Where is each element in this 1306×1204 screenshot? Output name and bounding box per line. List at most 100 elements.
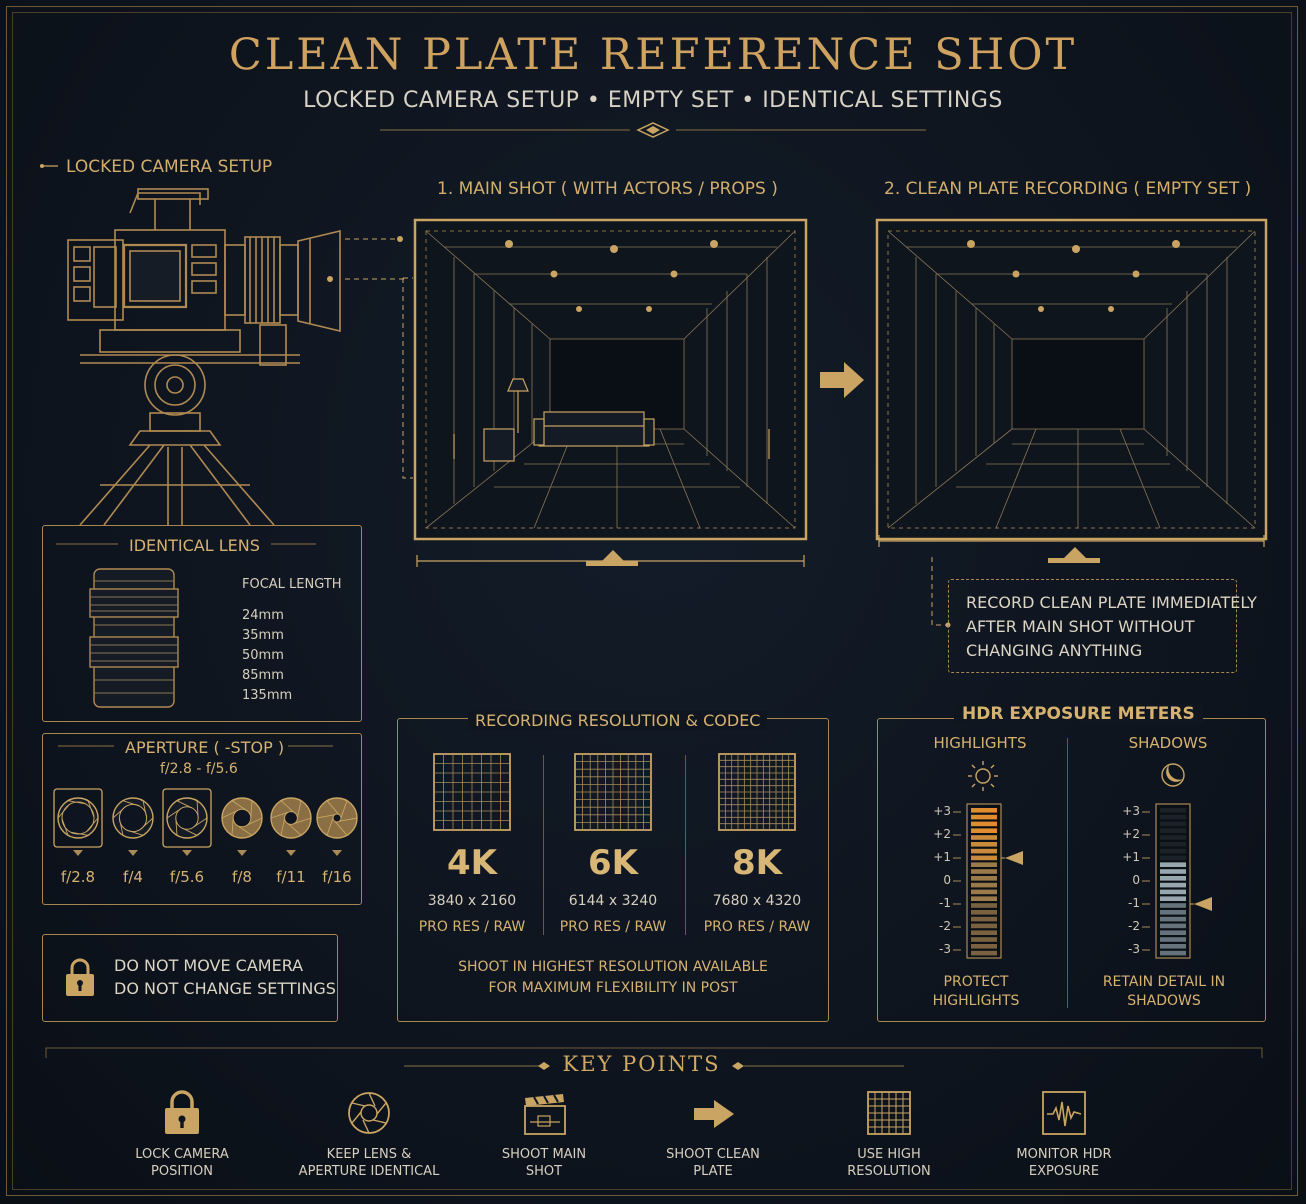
meter-tick-label: +2 <box>933 827 951 841</box>
resolution-dims: 3840 x 2160 <box>427 893 517 909</box>
lens-icon <box>89 568 179 708</box>
aperture-icon <box>316 797 358 856</box>
note-line-3: CHANGING ANYTHING <box>966 641 1143 660</box>
resolution-divider <box>542 755 544 935</box>
aperture-icon <box>112 797 154 856</box>
hdr-panel-title: HDR EXPOSURE METERS <box>954 704 1203 724</box>
meter-tick-label: -3 <box>1128 942 1140 956</box>
aperture-icon <box>270 797 312 856</box>
aperture-stop-label: f/8 <box>232 868 252 886</box>
aperture-stop-label: f/4 <box>123 868 143 886</box>
key-points-title: KEY POINTS <box>562 1052 721 1076</box>
outer-frame <box>6 6 1298 1196</box>
warning-line-2: DO NOT CHANGE SETTINGS <box>114 979 336 998</box>
key-arrow-right-icon <box>694 1100 734 1128</box>
lens-panel-title: IDENTICAL LENS <box>129 536 260 555</box>
cinema-camera-illustration <box>67 188 405 526</box>
aperture-range: f/2.8 - f/5.6 <box>160 761 238 777</box>
aperture-icon <box>162 788 212 856</box>
aperture-panel <box>42 733 362 905</box>
resolution-label: 6K <box>587 843 638 883</box>
aperture-stop-4: f/11 <box>266 788 316 886</box>
aperture-stop-2: f/5.6 <box>162 788 212 886</box>
lock-icon <box>66 958 94 996</box>
meter-tick-label: +2 <box>1122 827 1140 841</box>
aperture-stop-1: f/4 <box>108 788 158 886</box>
aperture-title-ornament <box>58 745 333 747</box>
camera-section-label: LOCKED CAMERA SETUP <box>66 157 273 177</box>
meter-tick-label: +1 <box>933 850 951 864</box>
resolution-label: 8K <box>731 843 782 883</box>
note-line-1: RECORD CLEAN PLATE IMMEDIATELY <box>966 593 1257 612</box>
resolution-label: 4K <box>446 843 497 883</box>
aperture-stop-label: f/5.6 <box>169 868 205 886</box>
shadows-label: SHADOWS <box>1128 734 1208 752</box>
clean-plate-title: 2. CLEAN PLATE RECORDING ( EMPTY SET ) <box>884 179 1252 199</box>
highlights-note-line-1: PROTECT <box>943 974 1009 990</box>
aperture-stop-label: f/2.8 <box>60 868 96 886</box>
main-shot-title: 1. MAIN SHOT ( WITH ACTORS / PROPS ) <box>437 179 778 199</box>
resolution-codec: PRO RES / RAW <box>559 919 667 935</box>
meter-tick-label: -1 <box>939 896 951 910</box>
meter-tick-label: +3 <box>1122 804 1140 818</box>
aperture-stop-5: f/16 <box>312 788 362 886</box>
page-subtitle: LOCKED CAMERA SETUP • EMPTY SET • IDENTI… <box>303 88 1003 113</box>
lens-title-ornament <box>56 543 316 545</box>
key-lock-icon <box>165 1090 199 1134</box>
meter-tick-label: -2 <box>1128 919 1140 933</box>
aperture-stop-label: f/11 <box>276 868 306 886</box>
exposure-meter-bar <box>953 803 1023 959</box>
highlights-note-line-2: HIGHLIGHTS <box>932 993 1020 1009</box>
key-grid-icon <box>867 1091 911 1135</box>
sun-icon <box>968 761 998 791</box>
resolution-codec: PRO RES / RAW <box>418 919 526 935</box>
identical-lens-panel <box>42 525 362 722</box>
focal-135: 135mm <box>242 688 293 703</box>
key-clapperboard-icon <box>524 1094 566 1135</box>
recording-note-line-1: SHOOT IN HIGHEST RESOLUTION AVAILABLE <box>458 959 768 975</box>
meter-tick-label: -1 <box>1128 896 1140 910</box>
meter-tick-label: +3 <box>933 804 951 818</box>
focal-50: 50mm <box>242 648 284 663</box>
recording-panel-title: RECORDING RESOLUTION & CODEC <box>468 711 768 730</box>
meter-tick-label: +1 <box>1122 850 1140 864</box>
meter-tick-label: 0 <box>943 873 951 887</box>
clean-plate-note-box <box>948 579 1237 673</box>
key-points-frame-ornament <box>45 1047 1263 1070</box>
warning-panel <box>42 934 338 1022</box>
meter-tick-label: -2 <box>939 919 951 933</box>
resolution-grid-icon <box>433 753 511 831</box>
aperture-stop-0: f/2.8 <box>53 788 103 886</box>
inner-frame <box>12 12 1292 1190</box>
key-point-2: KEEP LENS &APERTURE IDENTICAL <box>298 1147 440 1179</box>
focal-24: 24mm <box>242 608 284 623</box>
focal-length-label: FOCAL LENGTH <box>242 577 342 592</box>
key-aperture-icon <box>348 1092 390 1134</box>
header-divider-ornament <box>380 122 926 138</box>
key-waveform-icon <box>1042 1091 1086 1135</box>
resolution-dims: 6144 x 3240 <box>568 893 658 909</box>
focal-35: 35mm <box>242 628 284 643</box>
arrow-right-icon <box>820 362 864 398</box>
note-line-2: AFTER MAIN SHOT WITHOUT <box>966 617 1195 636</box>
main-shot-frame <box>413 218 808 567</box>
highlights-label: HIGHLIGHTS <box>933 734 1027 752</box>
camera-to-screen-connector <box>402 277 413 479</box>
hdr-divider <box>1067 738 1068 1008</box>
resolution-divider <box>685 755 686 935</box>
recording-note-line-2: FOR MAXIMUM FLEXIBILITY IN POST <box>488 980 738 996</box>
focal-85: 85mm <box>242 668 284 683</box>
resolution-grid-icon <box>574 753 652 831</box>
resolution-codec: PRO RES / RAW <box>703 919 811 935</box>
resolution-grid-icon <box>718 753 796 831</box>
warning-line-1: DO NOT MOVE CAMERA <box>114 956 304 975</box>
aperture-stop-3: f/8 <box>217 788 267 886</box>
clean-plate-frame <box>875 218 1268 563</box>
exposure-meter-bar <box>1142 803 1212 959</box>
meter-tick-label: 0 <box>1132 873 1140 887</box>
aperture-icon <box>221 797 263 856</box>
